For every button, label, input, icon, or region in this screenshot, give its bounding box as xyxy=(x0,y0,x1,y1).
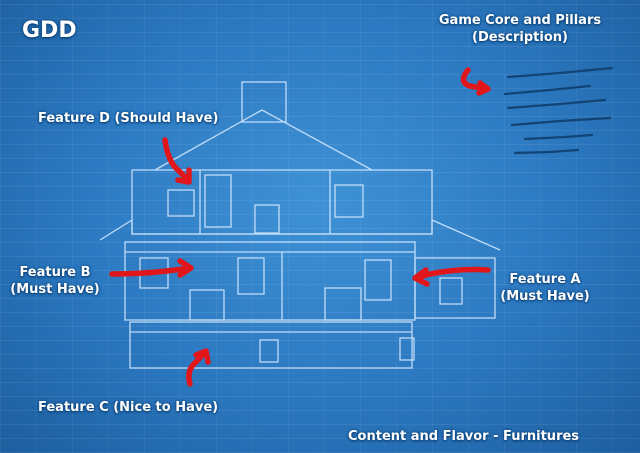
arrow-feature-c-head xyxy=(193,348,211,365)
feature-b-line1: Feature B xyxy=(19,265,91,280)
window xyxy=(237,257,265,295)
core-pillars-line1: Game Core and Pillars xyxy=(438,13,602,28)
arrow-feature-d-head xyxy=(175,167,192,185)
arrow-feature-b xyxy=(109,265,193,277)
door xyxy=(324,287,362,321)
window xyxy=(204,174,232,228)
window xyxy=(439,277,463,305)
foundation xyxy=(129,321,413,369)
feature-a-label: Feature A (Must Have) xyxy=(490,271,600,305)
roof-line xyxy=(154,109,373,171)
content-flavor-label: Content and Flavor - Furnitures xyxy=(348,429,580,444)
window xyxy=(399,337,415,361)
arrow-core-head xyxy=(476,80,491,96)
window xyxy=(254,204,280,234)
feature-c-label: Feature C (Nice to Have) xyxy=(38,400,219,415)
window xyxy=(259,339,279,363)
arrow-feature-c xyxy=(186,349,208,387)
chimney xyxy=(241,81,287,123)
page-title: GDD xyxy=(22,18,77,43)
eaves xyxy=(99,218,501,251)
door xyxy=(189,289,225,321)
window xyxy=(167,189,195,217)
feature-a-line1: Feature A xyxy=(509,272,581,287)
window xyxy=(364,259,392,301)
right-wing xyxy=(414,257,496,319)
feature-b-line2: (Must Have) xyxy=(10,282,100,297)
core-notes-scribbles xyxy=(503,66,614,155)
feature-b-label: Feature B (Must Have) xyxy=(2,264,108,298)
window xyxy=(334,184,364,218)
core-pillars-line2: (Description) xyxy=(472,30,568,45)
core-pillars-label: Game Core and Pillars (Description) xyxy=(420,12,620,46)
arrow-feature-d xyxy=(162,137,191,183)
arrow-feature-a xyxy=(413,266,491,281)
arrow-core xyxy=(460,67,489,92)
arrow-feature-b-head xyxy=(177,258,194,278)
feature-d-label: Feature D (Should Have) xyxy=(38,111,219,126)
feature-a-line2: (Must Have) xyxy=(500,289,590,304)
arrow-feature-a-head xyxy=(412,267,430,287)
